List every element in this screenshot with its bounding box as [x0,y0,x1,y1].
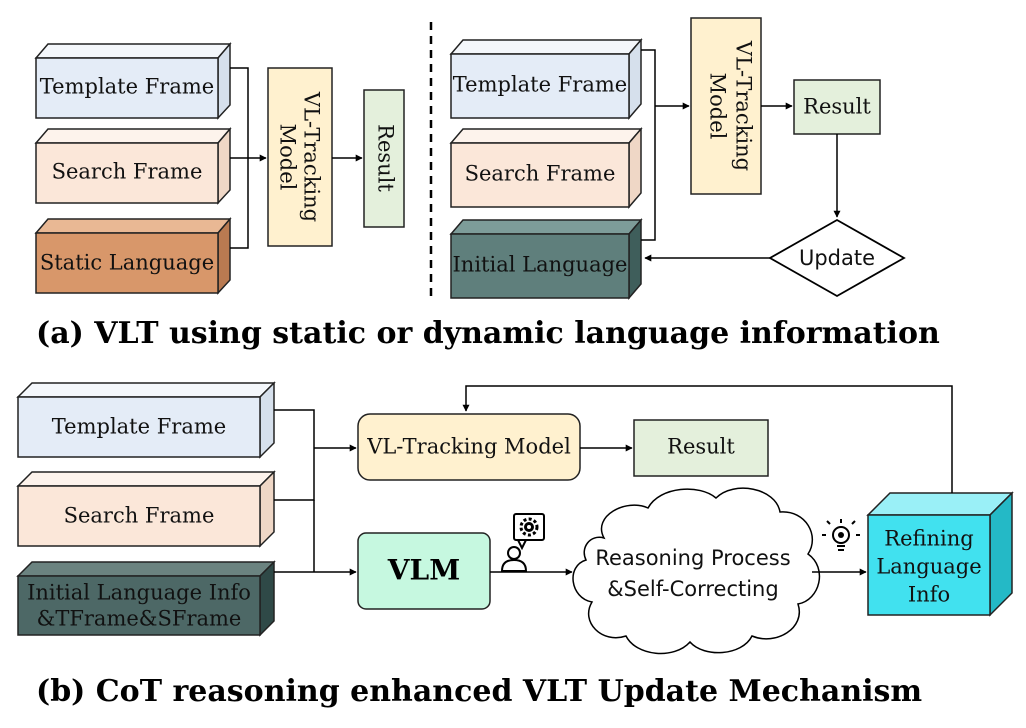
refining-line2: Language [876,555,981,579]
reasoning-cloud: Reasoning Process &Self-Correcting [572,487,821,655]
search-frame-box-right: Search Frame [449,126,643,210]
b-vlm-box: VLM [357,532,491,610]
b-initial-info-line1: Initial Language Info [27,581,251,605]
template-frame-label: Template Frame [40,75,214,99]
b-search-frame-label: Search Frame [64,504,215,528]
result-label: Result [374,124,398,192]
vl-tracking-model-box: VL-Tracking Model [267,67,333,247]
update-label: Update [799,246,875,270]
static-language-label: Static Language [40,251,214,275]
b-search-frame-box: Search Frame [16,470,276,548]
update-diamond: Update [768,218,906,298]
result-box: Result [363,89,405,228]
model-label-line2: Model [276,124,300,191]
search-frame-label-right: Search Frame [465,162,616,186]
refining-info-box: Refining Language Info [866,491,1014,617]
static-language-box: Static Language [34,216,232,295]
initial-language-label: Initial Language [453,253,628,277]
b-initial-info-box: Initial Language Info &TFrame&SFrame [16,560,276,637]
b-vlm-label: VLM [387,554,460,587]
b-connectors [274,409,357,576]
model-label-line2-right: Model [706,73,730,140]
search-frame-box: Search Frame [34,126,232,205]
panel-a-right: Template Frame Search Frame Initial Lang… [449,17,906,301]
b-tracking-model-label: VL-Tracking Model [366,435,571,459]
reasoning-line2: &Self-Correcting [607,577,778,601]
person-gear-icon [500,513,545,572]
initial-language-box: Initial Language [449,217,643,301]
feedback-arrow [462,385,953,493]
model-label-line1: VL-Tracking [300,91,324,222]
template-frame-box: Template Frame [34,41,232,120]
search-frame-label: Search Frame [52,160,203,184]
template-frame-label-right: Template Frame [453,73,627,97]
panel-a-left: Template Frame Search Frame Static Langu… [34,41,405,295]
caption-a: (a) VLT using static or dynamic language… [36,316,940,351]
b-result-label: Result [667,435,735,459]
lightbulb-icon [822,519,860,551]
left-connector [230,67,267,249]
right-connector [641,49,690,241]
caption-b: (b) CoT reasoning enhanced VLT Update Me… [36,674,922,709]
result-label-right: Result [803,95,871,119]
reasoning-line1: Reasoning Process [595,546,790,570]
b-result-box: Result [633,419,769,477]
result-box-right: Result [793,79,881,135]
refining-line1: Refining [884,527,973,551]
model-label-line1-right: VL-Tracking [732,40,756,171]
template-frame-box-right: Template Frame [449,37,643,121]
b-template-frame-box: Template Frame [16,381,276,459]
refining-line3: Info [908,583,950,607]
b-initial-info-line2: &TFrame&SFrame [37,607,242,631]
panel-b: Template Frame Search Frame Initial Lang… [16,381,1014,655]
b-template-frame-label: Template Frame [52,415,226,439]
vl-tracking-model-box-right: VL-Tracking Model [690,17,762,195]
b-tracking-model-box: VL-Tracking Model [357,413,581,481]
